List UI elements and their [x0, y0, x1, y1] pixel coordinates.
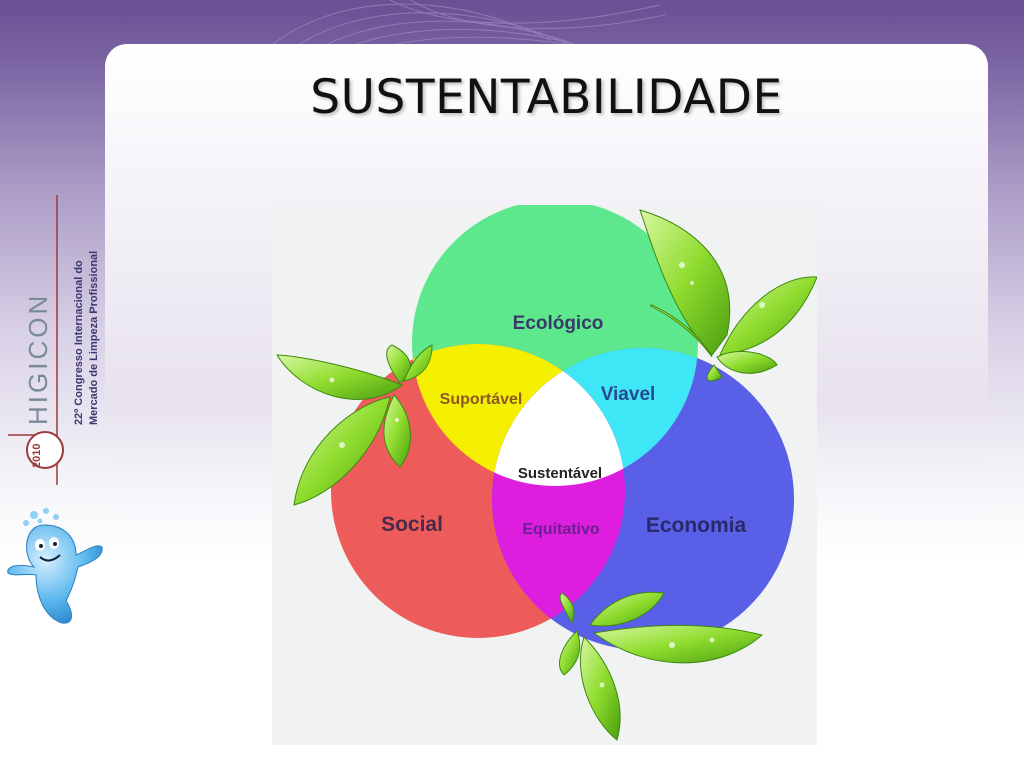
label-equitativo: Equitativo: [522, 521, 600, 538]
sustentavel-center: [492, 348, 625, 486]
leaf-cluster-left-icon: [276, 344, 433, 506]
label-social: Social: [381, 513, 443, 536]
label-sustentavel: Sustentável: [518, 465, 602, 482]
logo-line1: 22º Congresso Internacional do: [73, 260, 85, 425]
logo-brand: HIGICON: [23, 293, 53, 425]
leaf-cluster-top-right-icon: [639, 209, 817, 382]
leaf-cluster-bottom-icon: [559, 591, 764, 741]
label-viavel: Viavel: [601, 384, 656, 405]
logo-line2: Mercado de Limpeza Profissional: [88, 251, 100, 425]
logo-year: 2010: [31, 444, 43, 468]
mascot-icon: [7, 508, 103, 624]
slide-title: SUSTENTABILIDADE: [310, 70, 783, 125]
sustainability-venn-diagram: Ecológico Social Economia Suportável Via…: [272, 205, 817, 745]
label-ecologico: Ecológico: [513, 313, 604, 334]
higicon-logo: 2010 HIGICON 22º Congresso Internacional…: [8, 195, 100, 485]
label-suportavel: Suportável: [440, 391, 523, 408]
label-economia: Economia: [646, 514, 747, 537]
